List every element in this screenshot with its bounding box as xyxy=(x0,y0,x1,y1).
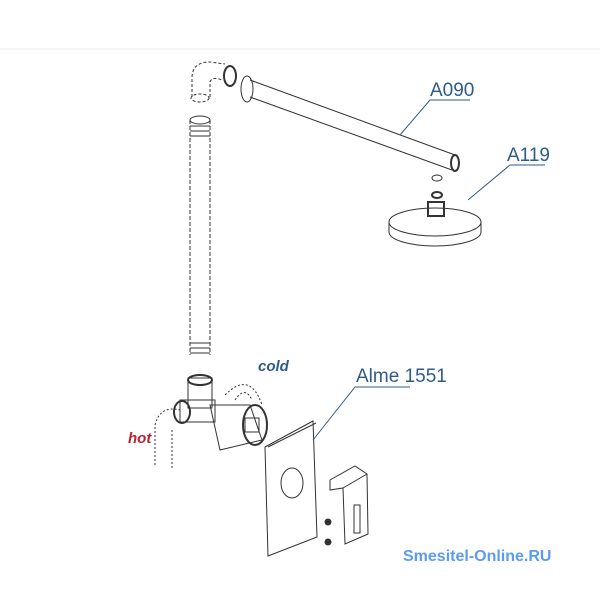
label-a119: A119 xyxy=(507,145,550,166)
label-a090: A090 xyxy=(430,80,475,101)
elbow-thread xyxy=(223,65,237,87)
mixer-valve-body xyxy=(154,374,268,468)
label-hot: hot xyxy=(128,430,152,447)
elbow-fitting xyxy=(190,61,226,103)
label-cold: cold xyxy=(258,358,289,375)
watermark: Smesitel-Online.RU xyxy=(403,548,552,565)
label-alme-1551: Alme 1551 xyxy=(356,366,447,387)
leader-lines xyxy=(312,99,545,441)
lever-handle xyxy=(324,465,369,546)
shower-head xyxy=(388,174,482,247)
riser-pipe xyxy=(189,115,211,355)
cover-plate xyxy=(264,420,318,557)
shower-arm xyxy=(240,75,460,172)
